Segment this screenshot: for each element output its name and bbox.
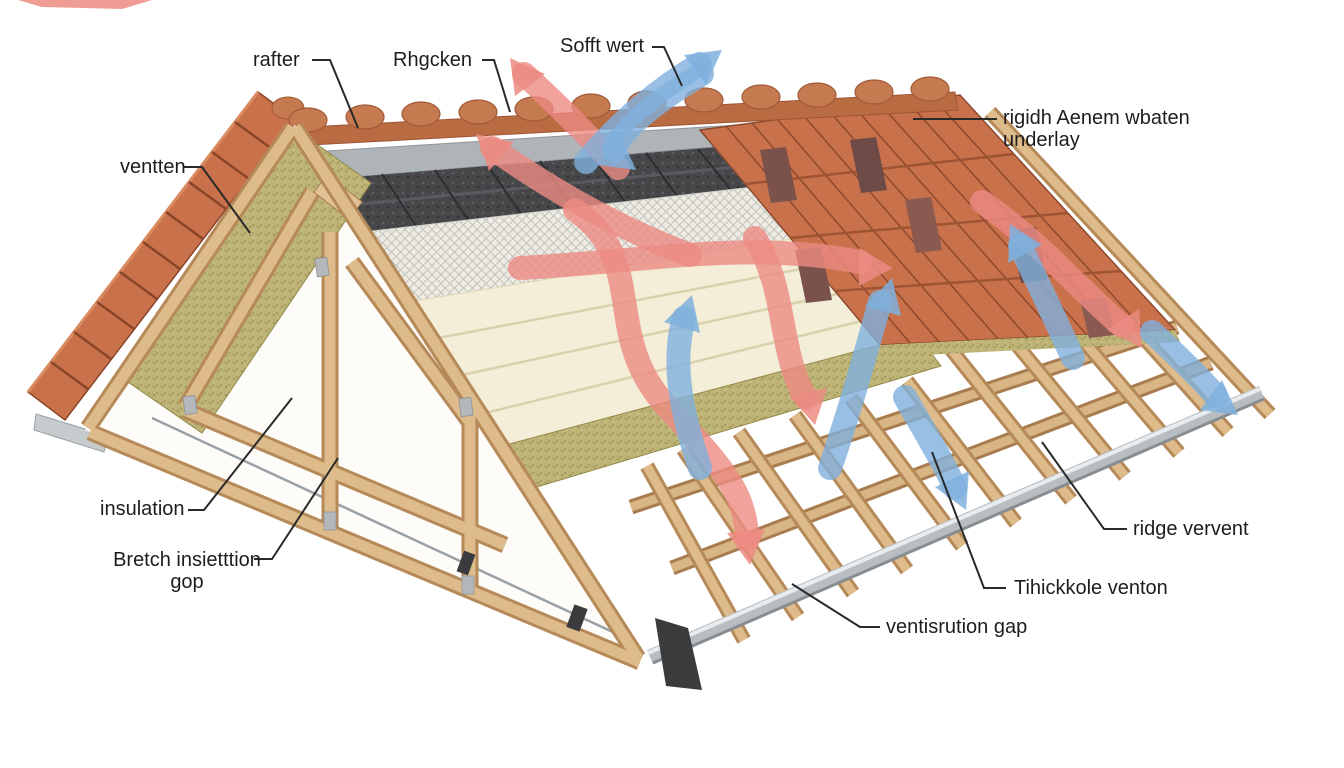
eaves-flashing-left: [33, 413, 109, 453]
left-roof-tiles: [26, 90, 305, 422]
label-ventilation-gap: ventisrution gap: [886, 616, 1028, 638]
eaves-gutter-strip: [647, 386, 1265, 665]
label-soffit-vent: Sofft wert: [560, 35, 645, 57]
nail-plates: [182, 256, 475, 595]
label-breather-gap: Bretch insietttion gop: [112, 549, 262, 593]
gable-truss: [80, 122, 702, 690]
warm-air-arrows: [476, 58, 1142, 565]
label-breather-gap-line2: gop: [170, 570, 204, 593]
label-membrane-underlay: rigidh Aenem wbaten underlay: [1003, 107, 1190, 151]
label-membrane-underlay-line2: underlay: [1003, 128, 1080, 151]
label-membrane-underlay-line1: rigidh Aenem wbaten: [1003, 107, 1190, 129]
gutter-brackets: [456, 550, 702, 690]
label-insulation: insulation: [100, 498, 185, 520]
label-breather-gap-line1: Bretch insietttion: [113, 549, 261, 571]
label-ridge-batten: Rhgcken: [393, 49, 472, 71]
label-eaves-vent: Tihickkole venton: [1014, 577, 1168, 599]
label-ridge-vent: ridge vervent: [1133, 518, 1249, 540]
label-gable-vent: ventten: [120, 156, 186, 178]
cool-air-arrows: [574, 50, 1238, 510]
arrow-fragment: [18, 0, 152, 9]
leader-lines: [184, 46, 1127, 628]
steel-tie-rod: [151, 416, 631, 642]
label-rafter: rafter: [253, 49, 300, 71]
